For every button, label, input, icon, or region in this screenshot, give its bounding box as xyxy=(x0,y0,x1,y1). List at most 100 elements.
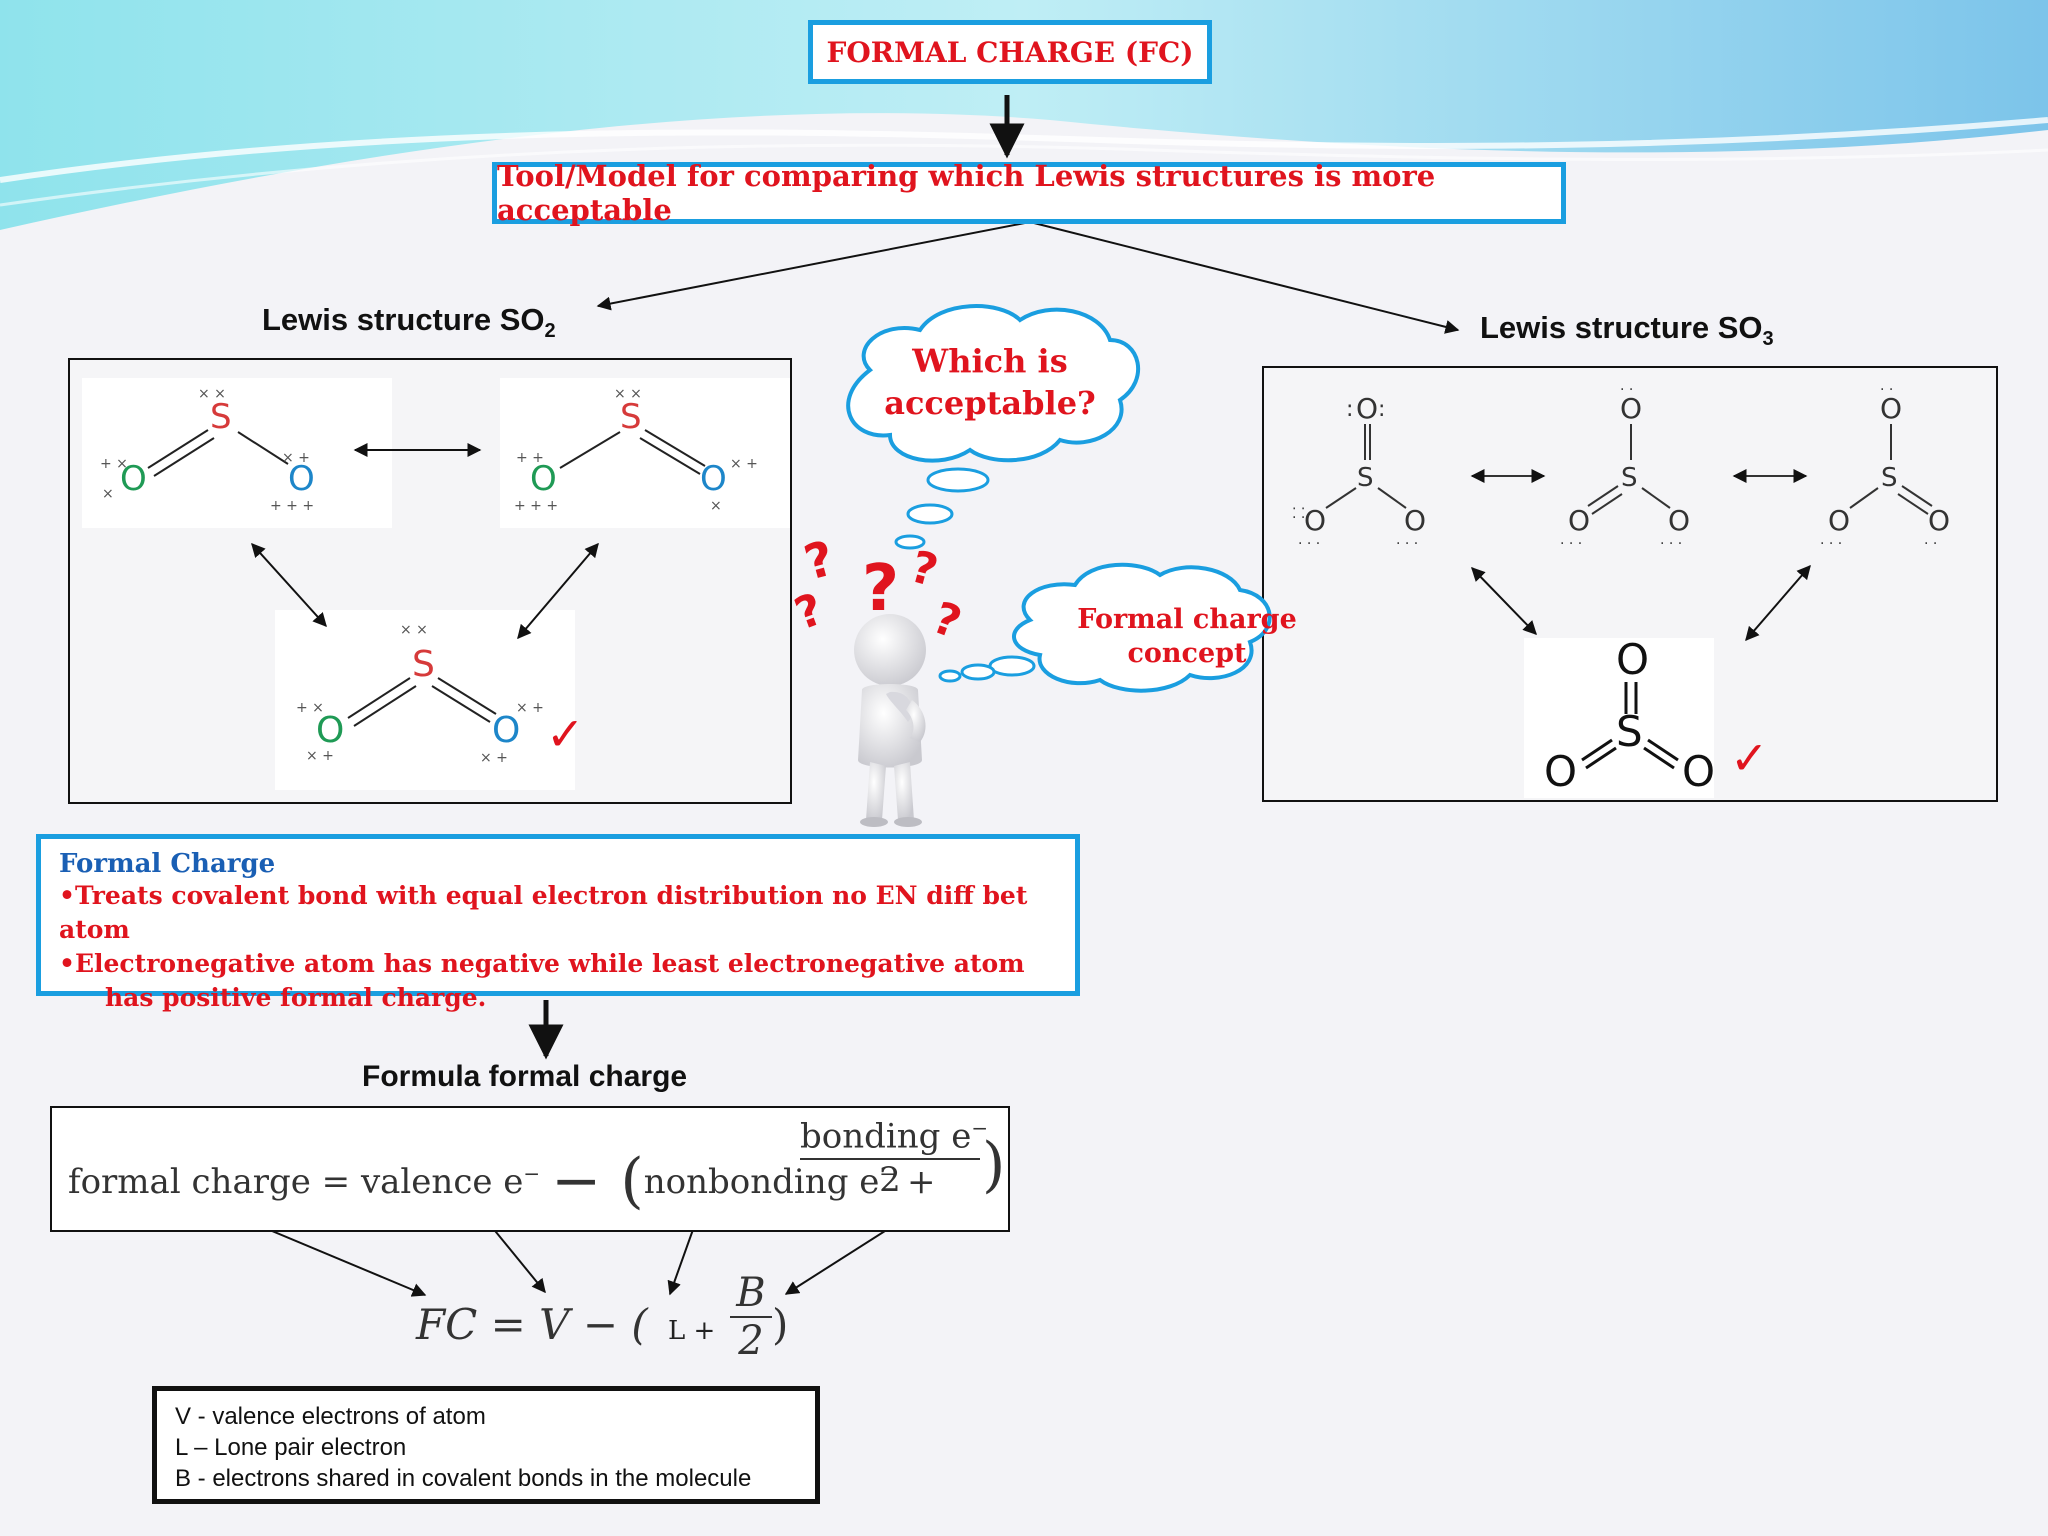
svg-text:concept: concept xyxy=(1127,638,1247,669)
svg-text:O: O xyxy=(1682,747,1715,796)
svg-text:· ·: · · xyxy=(1924,536,1937,552)
so3-preferred: O S O O xyxy=(1544,635,1715,796)
info-bullet-1: •Treats covalent bond with equal electro… xyxy=(59,881,1028,944)
svg-text:· ·: · · xyxy=(1620,382,1633,398)
thinker-figure xyxy=(854,614,926,827)
legend-v: V - valence electrons of atom xyxy=(175,1403,486,1430)
svg-text:O: O xyxy=(1616,635,1649,684)
svg-text:+ + +: + + + xyxy=(270,498,314,514)
svg-text:+ + +: + + + xyxy=(514,498,558,514)
formula-fraction: bonding e− 2 xyxy=(800,1116,989,1201)
page-subtitle: Tool/Model for comparing which Lewis str… xyxy=(497,159,1436,227)
svg-text:Which is: Which is xyxy=(911,342,1067,380)
svg-text:· · ·: · · · xyxy=(1298,536,1320,552)
cloud-question: Which is acceptable? xyxy=(846,304,1140,463)
formula-heading: Formula formal charge xyxy=(362,1060,688,1093)
svg-text:O: O xyxy=(1356,392,1378,425)
so2-resonance-right: S O O × × + + + + + × + × xyxy=(514,386,758,514)
svg-text:O: O xyxy=(1828,504,1850,537)
fc-short-formula: FC = V − ( xyxy=(416,1300,648,1349)
fc-fraction: B 2 xyxy=(730,1270,772,1364)
svg-text:?: ? xyxy=(862,552,899,626)
formal-charge-info-box: Formal Charge •Treats covalent bond with… xyxy=(36,834,1080,1012)
svg-text:S: S xyxy=(1881,463,1898,493)
info-title: Formal Charge xyxy=(59,849,276,879)
so2-heading: Lewis structure SO2 xyxy=(262,302,556,343)
svg-text:· · ·: · · · xyxy=(1820,536,1842,552)
svg-text:O: O xyxy=(1304,504,1326,537)
svg-text:Formal charge: Formal charge xyxy=(1077,604,1297,635)
cloud-concept: Formal charge concept xyxy=(1012,562,1297,693)
so2-o-atom-2a: O xyxy=(530,459,557,499)
info-bullet-2-cont: has positive formal charge. xyxy=(105,983,487,1012)
svg-text:× ×: × × xyxy=(614,386,642,402)
svg-text:× +: × + xyxy=(282,450,310,466)
svg-text:O: O xyxy=(1620,392,1642,425)
so2-o-atom-1a: O xyxy=(120,459,147,499)
svg-text:× ×: × × xyxy=(400,622,428,638)
svg-text:O: O xyxy=(1668,504,1690,537)
fc-l-term: L + xyxy=(668,1316,716,1346)
so2-resonance-left: S O O × × + × × × + + + + xyxy=(100,386,315,514)
page-title: FORMAL CHARGE (FC) xyxy=(826,35,1194,69)
arrow-to-so2 xyxy=(596,221,1031,311)
svg-text:O: O xyxy=(1568,504,1590,537)
svg-text::: : xyxy=(1346,397,1353,422)
svg-text:O: O xyxy=(1544,747,1577,796)
svg-text:× ×: × × xyxy=(198,386,226,402)
so2-o-atom-3b: O xyxy=(492,710,520,751)
svg-text::: : xyxy=(1378,397,1385,422)
svg-text:acceptable?: acceptable? xyxy=(884,384,1096,422)
so3-structures: O :: S O O ⁚ ⁚ · · · · · · O · · S O O ·… xyxy=(1292,382,1950,798)
svg-text:?: ? xyxy=(926,592,967,649)
formal-charge-equation: formal charge = valence e− − (nonbonding… xyxy=(68,1146,936,1216)
formula-box: formal charge = valence e− − (nonbonding… xyxy=(50,1106,1010,1232)
svg-text:S: S xyxy=(1616,707,1643,756)
svg-text:S: S xyxy=(1357,463,1374,493)
svg-text:O: O xyxy=(1928,504,1950,537)
svg-text:· · ·: · · · xyxy=(1560,536,1582,552)
svg-text:O: O xyxy=(1404,504,1426,537)
title-box: FORMAL CHARGE (FC) xyxy=(808,20,1212,84)
so2-s-atom-2: S xyxy=(620,397,642,437)
svg-text:?: ? xyxy=(790,584,830,641)
svg-text:+ ×: + × xyxy=(296,700,324,716)
so3-heading: Lewis structure SO3 xyxy=(1480,310,1774,351)
svg-text:?: ? xyxy=(799,530,840,591)
svg-text:· · ·: · · · xyxy=(1660,536,1682,552)
svg-text:+ ×: + × xyxy=(100,456,128,472)
svg-text:?: ? xyxy=(905,541,943,597)
so2-o-atom-1b: O xyxy=(288,459,315,499)
legend-b: B - electrons shared in covalent bonds i… xyxy=(175,1465,752,1492)
so3-resonance-2: O · · S O O · · · · · · xyxy=(1560,382,1690,552)
so2-s-atom-1: S xyxy=(210,397,232,437)
so3-resonance-3: O · · S O O · · · · · xyxy=(1820,382,1950,552)
svg-text:⁚ ⁚: ⁚ ⁚ xyxy=(1292,506,1305,522)
svg-text:O: O xyxy=(1880,392,1902,425)
legend-l: L – Lone pair electron xyxy=(175,1434,407,1461)
so3-panel: O :: S O O ⁚ ⁚ · · · · · · O · · S O O ·… xyxy=(1262,366,1998,802)
svg-text:S: S xyxy=(1621,463,1638,493)
subtitle-box: Tool/Model for comparing which Lewis str… xyxy=(492,159,1566,227)
fc-close-paren: ) xyxy=(772,1300,789,1349)
svg-text:× +: × + xyxy=(730,456,758,472)
variable-legend-box: V - valence electrons of atom L – Lone p… xyxy=(152,1386,820,1504)
so2-panel: S O O × × + × × × + + + + S O O × × + + … xyxy=(68,358,792,804)
thinker-illustration: Which is acceptable? Formal charge conce… xyxy=(790,304,1297,827)
svg-text:× +: × + xyxy=(480,750,508,766)
svg-text:× +: × + xyxy=(516,700,544,716)
so2-check-mark: ✓ xyxy=(546,707,585,761)
svg-text:· · ·: · · · xyxy=(1396,536,1418,552)
info-bullet-2: •Electronegative atom has negative while… xyxy=(59,949,1025,978)
svg-text:× +: × + xyxy=(306,748,334,764)
svg-text:×: × xyxy=(710,498,722,514)
background-waves xyxy=(0,0,2048,230)
so3-resonance-1: O :: S O O ⁚ ⁚ · · · · · · xyxy=(1292,392,1426,552)
so2-o-atom-3a: O xyxy=(316,710,344,751)
svg-text:×: × xyxy=(102,486,114,502)
so3-check-mark: ✓ xyxy=(1730,731,1769,785)
svg-text:+ +: + + xyxy=(516,450,544,466)
arrow-to-so3 xyxy=(1029,221,1460,334)
svg-text:· ·: · · xyxy=(1880,382,1893,398)
so2-s-atom-3: S xyxy=(412,644,435,685)
